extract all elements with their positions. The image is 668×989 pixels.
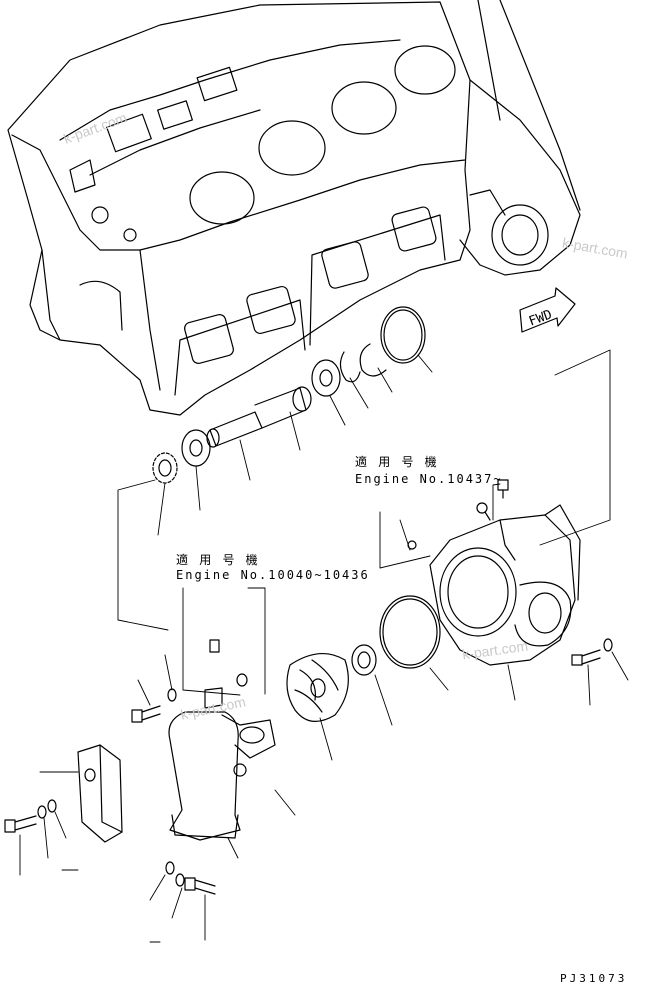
housing-washer-right (603, 638, 613, 652)
idler-shaft (206, 386, 312, 448)
housing-bolt-small-a (476, 502, 491, 521)
water-inlet-elbow (168, 687, 276, 841)
retainer-ring (359, 343, 387, 377)
seal-ring (351, 644, 377, 676)
bearing-right (311, 359, 341, 397)
housing-bolt-right (571, 649, 601, 666)
elbow-washer-top (167, 688, 177, 702)
applicability-a-serial: Engine No.10437~ (355, 472, 503, 486)
housing-bolt-small-b (497, 479, 509, 499)
drawing-number: PJ31073 (560, 972, 628, 985)
o-ring-upper (380, 306, 426, 364)
bearing-left (181, 429, 211, 467)
impeller (286, 653, 349, 722)
group-brackets (117, 349, 611, 696)
applicability-b-serial: Engine No.10040~10436 (176, 568, 370, 582)
bracket-washer-bottom (165, 861, 185, 887)
leader-lines-lower-left (19, 654, 296, 943)
leader-lines-lower-right (319, 519, 629, 761)
forward-arrow-label: FWD (527, 307, 554, 329)
applicability-a-heading: 適 用 号 機 (355, 455, 439, 469)
bracket-bolt-left (4, 815, 37, 833)
leader-lines-upper (157, 354, 433, 536)
snap-ring (339, 351, 361, 383)
mounting-bracket (77, 744, 123, 843)
elbow-plug (209, 639, 248, 687)
applicability-b-heading: 適 用 号 機 (176, 553, 260, 567)
pump-housing (429, 504, 581, 666)
elbow-bolt-top (131, 705, 161, 723)
cylinder-block (7, 0, 581, 416)
gear (152, 452, 178, 484)
bracket-bolt-bottom (184, 877, 216, 895)
forward-arrow (519, 287, 576, 333)
o-ring-lower (379, 595, 441, 669)
bracket-washer-left (37, 799, 57, 819)
